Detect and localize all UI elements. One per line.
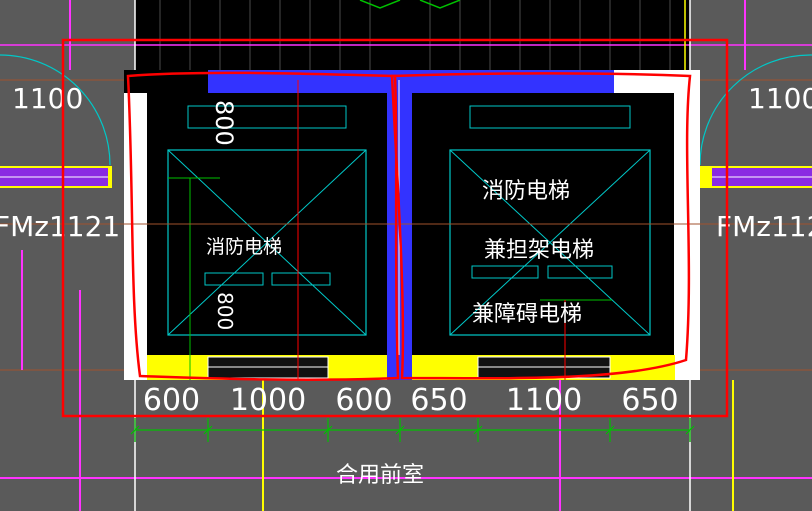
dimension-tick-slash — [605, 425, 615, 435]
left-panel-2 — [271, 272, 331, 286]
dimension-tick-slash — [395, 425, 405, 435]
dimension-labels: 600 1000 600 650 1100 650 — [143, 383, 679, 418]
right-elevator-label-1: 消防电梯 — [482, 179, 570, 204]
right-door-swing-arc — [699, 54, 812, 166]
dimension-label: 650 — [410, 383, 467, 418]
right-door-label: FMz112 — [716, 210, 812, 243]
dimension-ticks — [130, 418, 695, 442]
left-vertical-extra-label: 800 — [213, 292, 237, 330]
right-car-diag-2 — [449, 149, 651, 336]
dimension-label: 1100 — [506, 383, 582, 418]
left-elevator-label: 消防电梯 — [206, 236, 282, 258]
right-elevator-car — [449, 149, 651, 336]
right-elevator-label-2: 兼担架电梯 — [484, 238, 594, 263]
right-counterweight — [469, 105, 631, 129]
dimension-label: 600 — [143, 383, 200, 418]
dimension-tick-slash — [203, 425, 213, 435]
left-door-label: FMz1121 — [0, 210, 120, 243]
right-panel-1 — [471, 265, 539, 279]
lobby-label: 合用前室 — [336, 463, 424, 488]
markup-outer-rectangle — [61, 38, 729, 418]
upper-shaft-area — [135, 0, 690, 70]
right-panel-2 — [547, 265, 613, 279]
dimension-label: 600 — [335, 383, 392, 418]
dimension-tick-slash — [323, 425, 333, 435]
left-vertical-dimension: 800 — [210, 100, 238, 146]
vertical-800-label: 800 — [210, 100, 238, 146]
right-elevator-label-3: 兼障碍电梯 — [472, 302, 582, 327]
left-door-swing-arc — [0, 54, 111, 166]
right-top-dimension: 1100 — [748, 82, 812, 115]
dimension-tick-slash — [473, 425, 483, 435]
dimension-label: 1000 — [230, 383, 306, 418]
left-top-dimension: 1100 — [12, 82, 83, 115]
markup-left-shaft-outline — [126, 71, 400, 381]
left-panel-1 — [204, 272, 264, 286]
dimension-tick-slash — [130, 425, 140, 435]
bottom-blue-segment — [387, 355, 412, 380]
markup-right-shaft-outline — [390, 72, 692, 380]
dimension-label: 650 — [621, 383, 678, 418]
upper-hatch-lines — [159, 0, 671, 70]
upper-green-marks — [359, 0, 461, 9]
dimension-tick-slash — [685, 425, 695, 435]
left-elevator-car — [167, 149, 367, 336]
left-car-diag-2 — [167, 149, 367, 336]
left-counterweight — [187, 105, 347, 129]
